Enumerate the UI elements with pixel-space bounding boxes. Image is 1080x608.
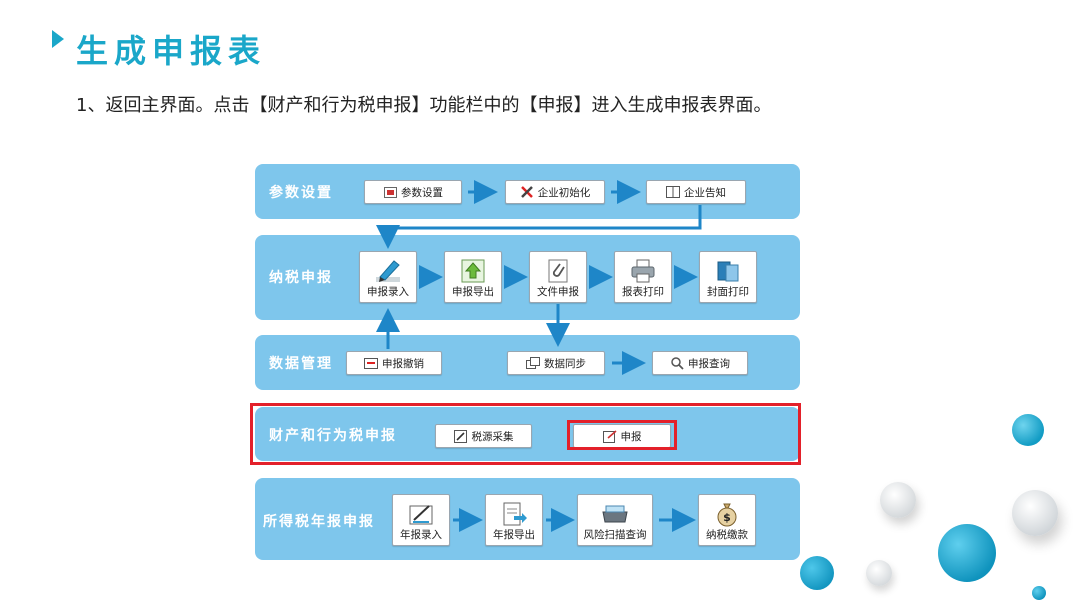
file-filing-button[interactable]: 文件申报 bbox=[529, 251, 587, 303]
filing-entry-button[interactable]: 申报录入 bbox=[359, 251, 417, 303]
annual-entry-icon bbox=[409, 505, 433, 525]
report-print-label: 报表打印 bbox=[622, 286, 664, 298]
decor-sphere-white-3 bbox=[866, 560, 892, 586]
decor-sphere-blue-dot bbox=[1032, 586, 1046, 600]
tax-payment-button[interactable]: $ 纳税缴款 bbox=[698, 494, 756, 546]
decor-sphere-blue-large bbox=[938, 524, 996, 582]
panel-label-filing: 纳税申报 bbox=[269, 270, 333, 286]
annual-entry-label: 年报录入 bbox=[400, 529, 442, 541]
cover-print-label: 封面打印 bbox=[707, 286, 749, 298]
annual-export-icon bbox=[503, 502, 527, 526]
declare-edit-icon bbox=[602, 429, 617, 443]
declare-button[interactable]: 申报 bbox=[573, 424, 671, 448]
risk-scan-label: 风险扫描查询 bbox=[583, 529, 647, 541]
panel-label-data: 数据管理 bbox=[269, 356, 333, 372]
pencil-icon bbox=[376, 260, 400, 282]
window-icon bbox=[383, 185, 397, 199]
risk-scan-button[interactable]: 风险扫描查询 bbox=[577, 494, 653, 546]
enterprise-init-label: 企业初始化 bbox=[537, 186, 591, 199]
data-sync-label: 数据同步 bbox=[544, 357, 586, 370]
search-icon bbox=[670, 356, 684, 370]
enterprise-notice-button[interactable]: 企业告知 bbox=[646, 180, 746, 204]
decor-sphere-blue-crescent bbox=[800, 556, 834, 590]
revoke-icon bbox=[364, 356, 378, 370]
decor-sphere-white-2 bbox=[1012, 490, 1058, 536]
annual-export-button[interactable]: 年报导出 bbox=[485, 494, 543, 546]
tax-source-button[interactable]: 税源采集 bbox=[435, 424, 532, 448]
book-icon bbox=[666, 185, 680, 199]
cover-book-icon bbox=[717, 261, 739, 282]
filing-export-label: 申报导出 bbox=[452, 286, 494, 298]
decor-sphere-white-1 bbox=[880, 482, 916, 518]
money-bag-icon: $ bbox=[717, 503, 737, 527]
highlight-property-panel bbox=[250, 403, 801, 465]
tax-source-label: 税源采集 bbox=[471, 430, 514, 443]
enterprise-notice-label: 企业告知 bbox=[684, 186, 726, 199]
filing-entry-label: 申报录入 bbox=[367, 286, 409, 298]
annual-export-label: 年报导出 bbox=[493, 529, 535, 541]
instruction-text: 1、返回主界面。点击【财产和行为税申报】功能栏中的【申报】进入生成申报表界面。 bbox=[76, 95, 772, 116]
filing-query-button[interactable]: 申报查询 bbox=[652, 351, 748, 375]
edit-icon bbox=[454, 429, 468, 443]
upload-icon bbox=[461, 259, 485, 283]
tax-payment-label: 纳税缴款 bbox=[706, 529, 748, 541]
filing-export-button[interactable]: 申报导出 bbox=[444, 251, 502, 303]
panel-label-property: 财产和行为税申报 bbox=[269, 428, 397, 444]
settings-button-label: 参数设置 bbox=[401, 186, 443, 199]
declare-label: 申报 bbox=[620, 430, 642, 443]
panel-label-settings: 参数设置 bbox=[269, 185, 333, 201]
decor-sphere-blue-small bbox=[1012, 414, 1044, 446]
scanner-icon bbox=[602, 505, 628, 523]
filing-query-label: 申报查询 bbox=[688, 357, 730, 370]
data-sync-button[interactable]: 数据同步 bbox=[507, 351, 605, 375]
attachment-icon bbox=[548, 259, 568, 283]
filing-revoke-button[interactable]: 申报撤销 bbox=[346, 351, 442, 375]
title-marker-icon bbox=[52, 30, 64, 48]
sync-icon bbox=[526, 356, 540, 370]
panel-label-income: 所得税年报申报 bbox=[263, 514, 375, 530]
file-filing-label: 文件申报 bbox=[537, 286, 579, 298]
svg-text:$: $ bbox=[723, 511, 731, 524]
annual-entry-button[interactable]: 年报录入 bbox=[392, 494, 450, 546]
enterprise-init-button[interactable]: 企业初始化 bbox=[505, 180, 605, 204]
settings-button[interactable]: 参数设置 bbox=[364, 180, 462, 204]
highlight-declare-button bbox=[567, 420, 677, 450]
cover-print-button[interactable]: 封面打印 bbox=[699, 251, 757, 303]
slide-title: 生成申报表 bbox=[76, 32, 267, 70]
filing-revoke-label: 申报撤销 bbox=[382, 357, 424, 370]
tools-icon bbox=[520, 185, 534, 199]
printer-icon bbox=[631, 259, 655, 283]
report-print-button[interactable]: 报表打印 bbox=[614, 251, 672, 303]
